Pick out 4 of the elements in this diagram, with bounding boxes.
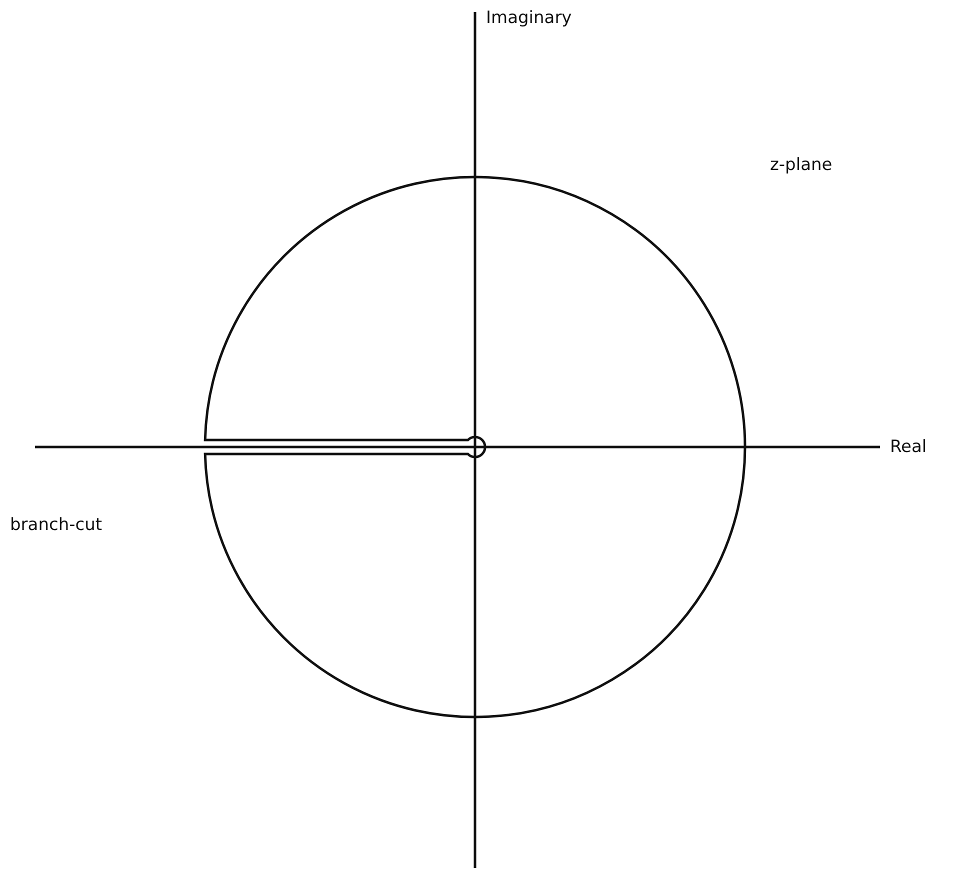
axis-label: Imaginary: [486, 8, 572, 28]
plane-label: z-plane: [770, 155, 832, 175]
axis-label: Real: [890, 437, 927, 457]
branch-cut-label: branch-cut: [10, 515, 102, 535]
